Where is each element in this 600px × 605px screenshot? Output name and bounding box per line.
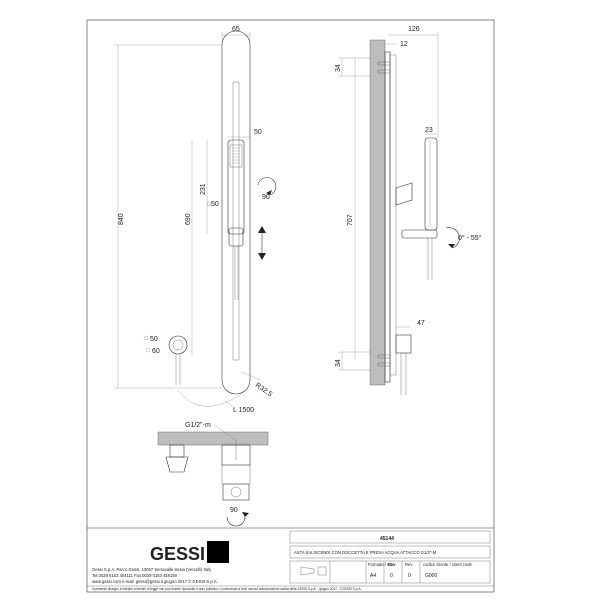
front-view: 65 50 840 690 231 50 90 50 60 R32,5 <box>114 26 277 414</box>
rev-value: 0 <box>408 573 411 579</box>
rail-slot <box>232 81 240 361</box>
format-value: A4 <box>370 573 376 579</box>
side-view: 126 12 34 707 23 0° - 55° 47 34 <box>335 26 482 395</box>
holder-bracket <box>395 182 413 206</box>
product-code: 45144 <box>380 536 394 542</box>
scale-label: Rev <box>388 562 396 567</box>
sheet-border <box>86 19 495 593</box>
detail-elbow <box>222 483 250 501</box>
dim-radius: R32,5 <box>254 382 273 399</box>
scale-value: 0 <box>390 573 393 579</box>
dim-slide-height: 690 <box>185 213 192 225</box>
dim-top-offset: 34 <box>335 64 342 72</box>
dim-handle-width: 50 <box>254 129 262 136</box>
format-label: Formato / size <box>368 562 395 567</box>
hand-shower <box>227 139 245 235</box>
title-block: 45144 ASTA SALISCENDI CON DOCCETTA E PRE… <box>87 527 494 591</box>
dim-outlet-depth: 47 <box>417 320 425 327</box>
shower-head-face <box>229 144 243 168</box>
dim-thread: G1/2"-m <box>185 422 211 429</box>
dim-detail-rotation: 90 <box>230 507 238 514</box>
dim-head-depth: 23 <box>425 127 433 134</box>
svg-text:GESSI: GESSI <box>150 544 205 564</box>
projection-symbol <box>300 566 327 576</box>
dim-hose-length: L 1500 <box>233 407 254 414</box>
swivel-support <box>401 229 438 239</box>
detail-wall <box>157 431 269 446</box>
dim-total-height: 840 <box>118 213 125 225</box>
fixing-screw-top <box>377 61 391 66</box>
detail-view: G1/2"-m 90 <box>157 422 269 527</box>
company-address: Gessi S.p.A. Parco Gessi, 13037 Serraval… <box>92 567 212 572</box>
legal-footer: Il presente disegno è tutelato a termini… <box>92 587 362 591</box>
water-outlet <box>168 335 188 355</box>
rev-label: Rev <box>405 562 413 567</box>
wall-section <box>369 39 386 386</box>
dim-wall-gap: 12 <box>400 41 408 48</box>
dim-depth-top: 126 <box>408 26 420 33</box>
dim-angle-left: 50 <box>211 201 219 208</box>
client-code-value: G000 <box>425 573 437 579</box>
fixing-screw-bottom <box>377 354 391 359</box>
hose-loop <box>177 389 241 407</box>
company-phone: Tel.0039 0163 454111 Fax.0039 0163 45915… <box>92 573 178 578</box>
client-code-label: codice cliente / client code <box>423 562 473 567</box>
dim-head-height: 231 <box>200 183 207 195</box>
company-web: www.gessi.com e-mail: gessi@gessi.it giu… <box>92 579 218 584</box>
dim-rotation: 90 <box>262 194 270 201</box>
product-code-box <box>289 530 491 544</box>
dim-bottom-offset: 34 <box>335 359 342 367</box>
shower-head-side <box>424 137 438 231</box>
description-box <box>289 545 491 559</box>
swivel-arrow <box>445 227 460 249</box>
shower-head-grid <box>232 147 240 164</box>
product-description: ASTA SALISCENDI CON DOCCETTA E PRESA ACQ… <box>294 550 437 555</box>
slider-bracket <box>228 227 244 247</box>
rail-outline <box>221 30 251 395</box>
dim-swivel: 0° - 55° <box>458 234 482 242</box>
detail-connector-left <box>169 444 185 458</box>
rotation-arrow <box>257 177 277 196</box>
rail-profile <box>384 51 391 383</box>
dim-outlet-angle: 60 <box>152 348 160 355</box>
bottom-outlet-side <box>395 334 412 354</box>
dim-width-top: 65 <box>232 26 240 33</box>
dim-bracket-height: 707 <box>347 214 354 226</box>
dim-outlet-size: 50 <box>150 336 158 343</box>
gessi-logo: GESSI <box>150 541 229 564</box>
detail-rotation-arrow <box>226 516 246 527</box>
